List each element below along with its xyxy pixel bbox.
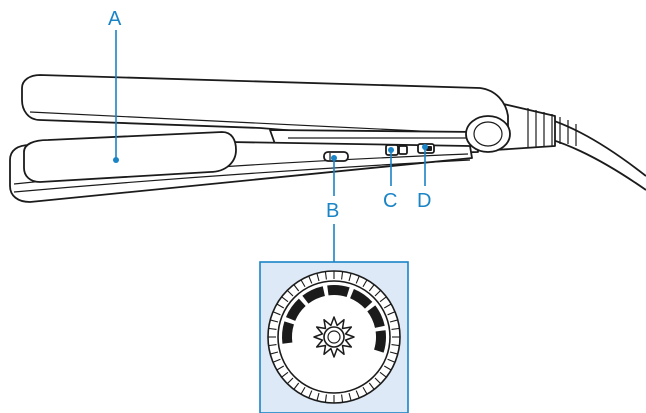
dial-level-segment [302,286,325,304]
dial-level-segment [350,288,373,309]
dial-inset [259,261,409,413]
callout-label-a: A [108,8,122,30]
callout-label-d: D [417,190,431,212]
dial-level-segment [327,285,350,297]
callout-b: B [326,155,339,262]
callout-label-b: B [326,200,339,222]
callout-d: D [417,144,431,212]
hinge-cap [465,115,511,153]
dial-level-segment [282,321,294,344]
sun-icon [313,316,355,358]
heating-plate [23,131,237,183]
callout-a: A [108,8,122,163]
dial-level-segment [374,330,387,353]
dial-level-segment [285,298,306,321]
dial-level-segment [367,305,385,328]
power-cord [494,101,646,191]
callout-label-c: C [383,190,397,212]
callout-c: C [383,147,397,212]
